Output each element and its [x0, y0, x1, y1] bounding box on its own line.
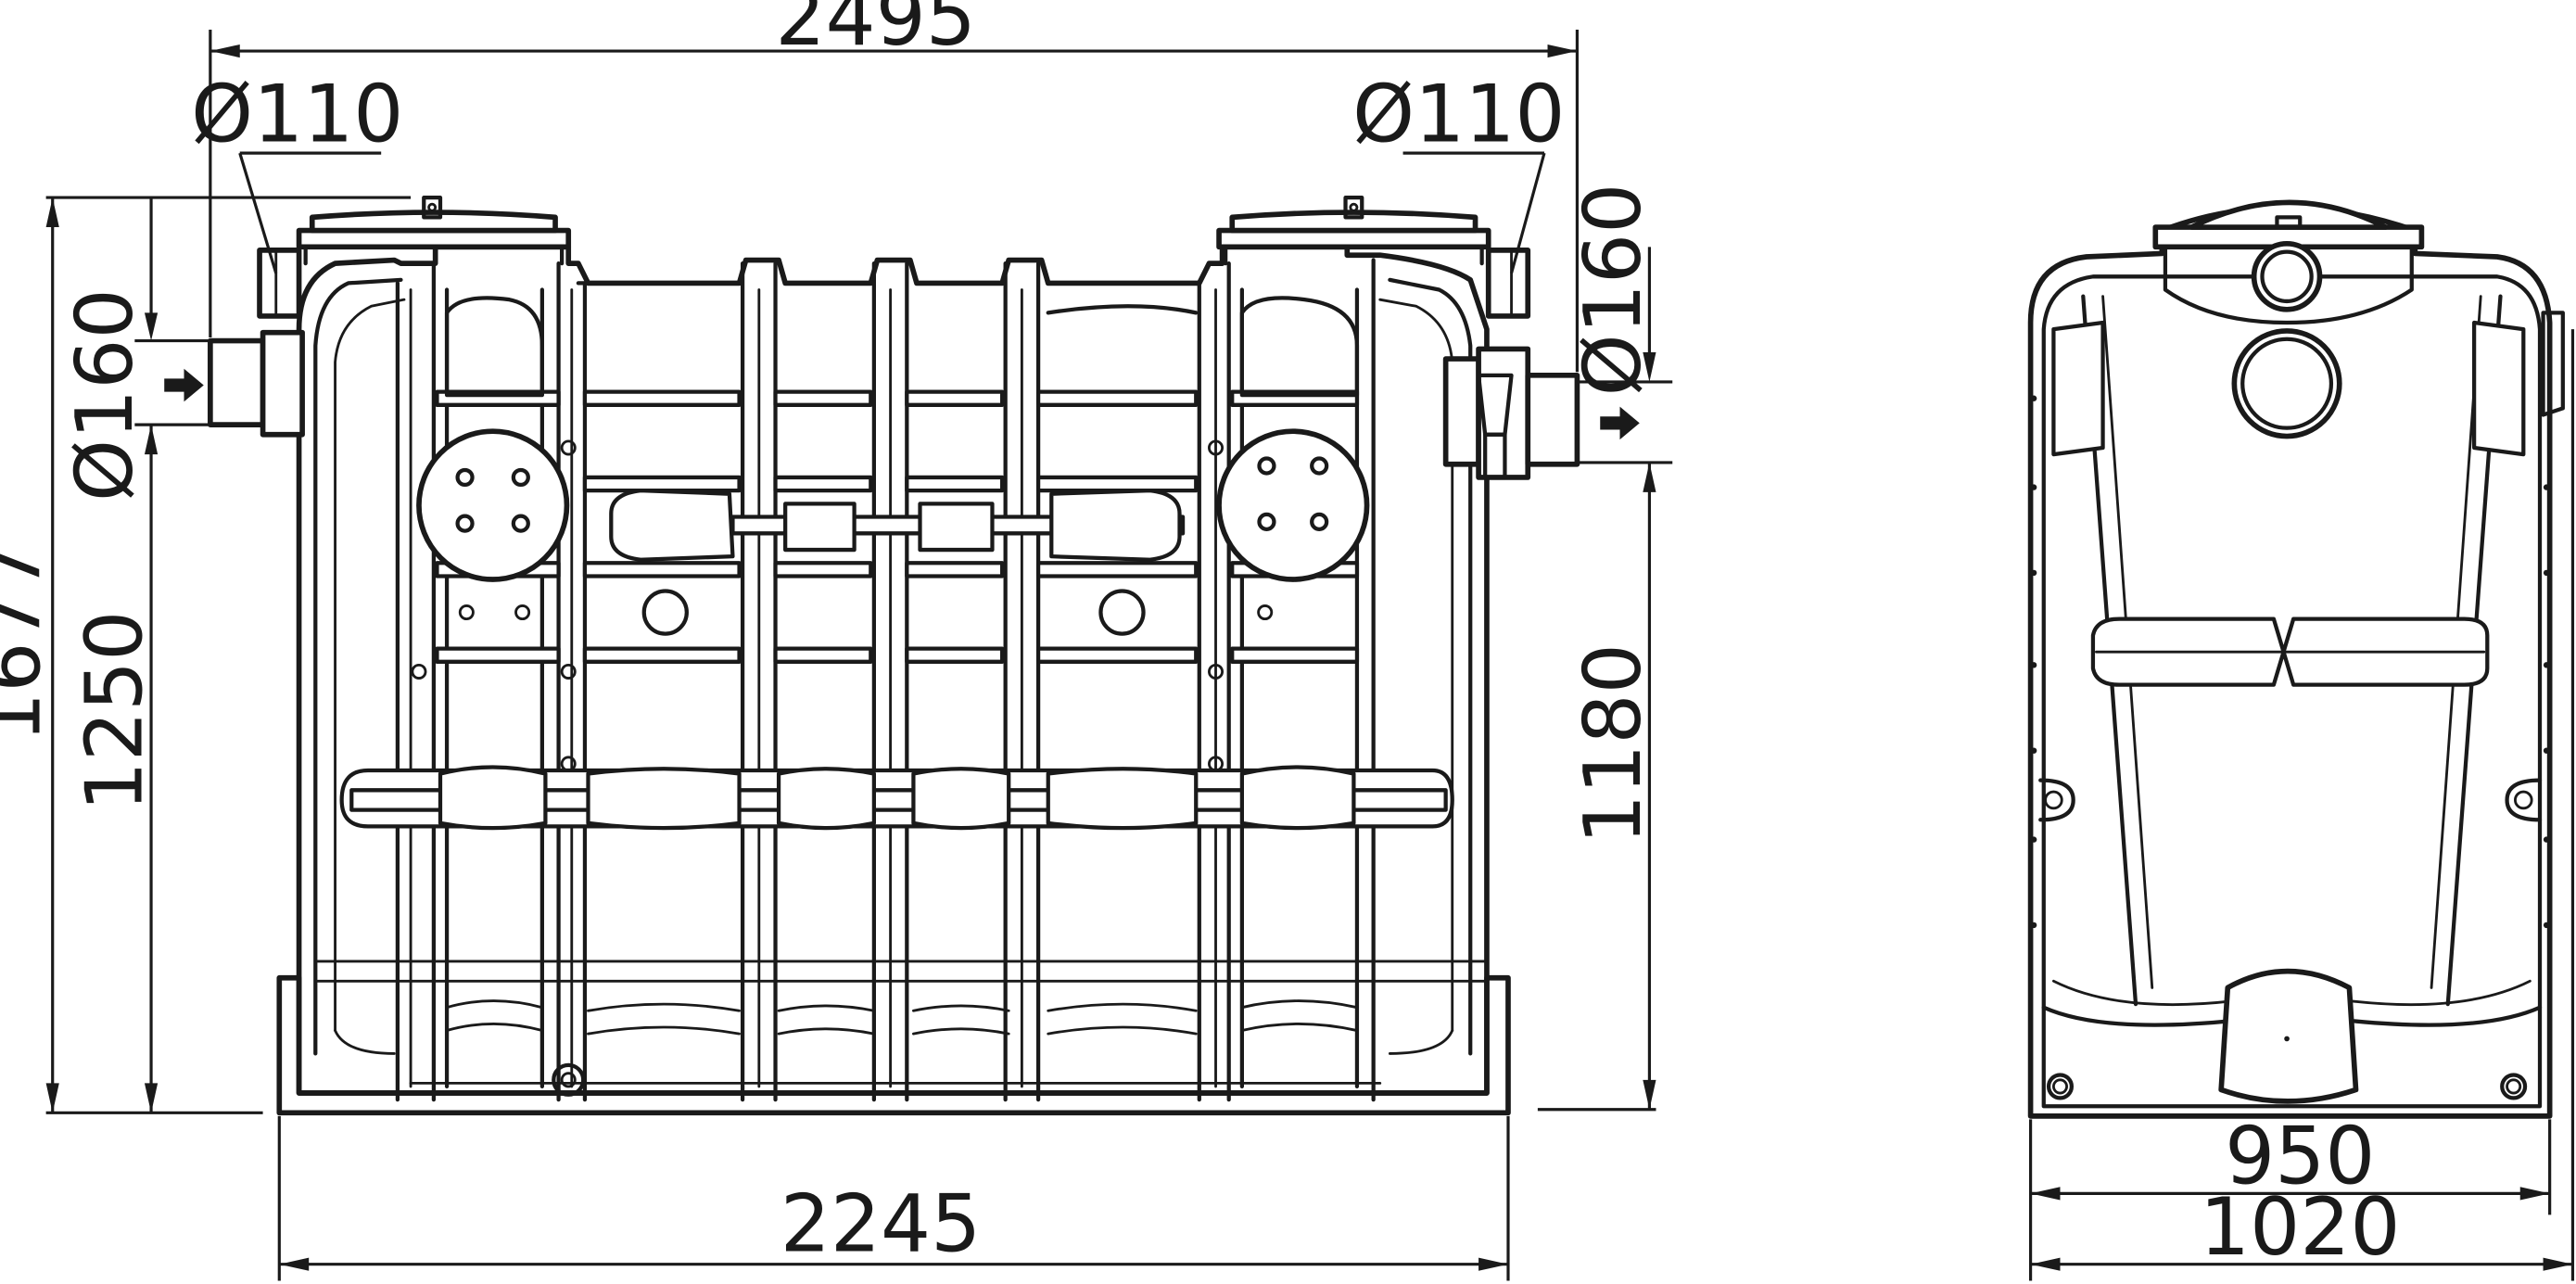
leader-110-right: [1509, 152, 1546, 274]
inner-shell-left-2: [334, 298, 406, 1032]
side-top-collar: [2163, 245, 2414, 325]
side-cover-handle: [2275, 215, 2303, 230]
side-rib-left: [2051, 320, 2105, 457]
vertical-ribs: [395, 258, 1376, 1102]
side-foot-right: [2500, 1073, 2528, 1100]
inlet-pipe: [208, 337, 266, 427]
inlet-socket: [260, 329, 305, 438]
dimension-labels: 2495 2245 Ø110 Ø110 1677 1250 Ø160 1180 …: [0, 0, 2400, 1274]
side-foot-left-inner: [2051, 1078, 2068, 1095]
vent-stub-left: [257, 248, 302, 319]
manhole-left: [296, 195, 572, 266]
dim-label-1677: 1677: [0, 541, 59, 743]
inspection-port-left: [416, 428, 570, 582]
outflow-arrow-icon: [1600, 406, 1640, 440]
drain-fitting: [552, 1062, 586, 1097]
side-lug-left: [2038, 778, 2075, 822]
drain-fitting-inner: [560, 1072, 577, 1088]
side-lug-right: [2505, 778, 2543, 822]
side-outlet-opening-inner: [2240, 337, 2334, 430]
side-sump-mark: [2284, 1036, 2290, 1042]
upper-connector: [609, 489, 1186, 562]
dim-label-110-right: Ø110: [1352, 70, 1565, 161]
inspection-port-right: [1216, 428, 1370, 582]
dim-label-1180: 1180: [1567, 643, 1659, 845]
dim-label-110-left: Ø110: [191, 70, 403, 161]
side-cover-dome: [2189, 199, 2389, 230]
dimension-lines: [45, 29, 2575, 1281]
side-sump: [2218, 968, 2359, 1104]
inflow-arrow-icon: [164, 368, 204, 402]
side-foot-right-inner: [2506, 1078, 2522, 1095]
side-lug-right-hole: [2514, 790, 2533, 810]
side-base-curve-inner: [2051, 979, 2532, 1007]
dim-label-2495: 2495: [775, 0, 975, 64]
bulge-left-top: [444, 296, 544, 398]
dim-label-160-inlet: Ø160: [59, 288, 151, 502]
side-elevation-view: [2027, 199, 2565, 1119]
side-foot-left: [2046, 1073, 2075, 1100]
inner-shell-left: [313, 277, 403, 1056]
lower-connector: [339, 765, 1454, 831]
front-elevation-view: [164, 195, 1640, 1116]
inner-shell-right-2: [1378, 298, 1454, 1032]
leader-110-left: [238, 152, 278, 274]
side-outlet-stub: [2541, 311, 2565, 417]
dim-label-160-outlet: Ø160: [1567, 184, 1659, 397]
dim-label-1020: 1020: [2200, 1182, 2400, 1274]
outlet-assembly: [1442, 346, 1580, 480]
shell-corner-left: [334, 1029, 396, 1055]
bulge-right-top: [1239, 296, 1360, 398]
side-edge-bumps: [2030, 395, 2550, 929]
side-vent-opening-inner: [2260, 249, 2314, 304]
shell-corner-right: [1388, 1029, 1454, 1055]
ceiling-hump: [1046, 304, 1199, 315]
dim-label-2245: 2245: [780, 1178, 981, 1270]
tank-body-outline: [296, 244, 1490, 1096]
lower-arches: [409, 999, 1382, 1085]
manhole-right: [1216, 195, 1491, 266]
side-base-curve-outer: [2041, 1005, 2543, 1027]
dim-label-1250: 1250: [69, 611, 160, 812]
inner-shell-right: [1388, 277, 1473, 1056]
arrow-1250-top: [144, 312, 159, 341]
side-outlet-opening: [2231, 328, 2342, 439]
arrow-outlet-top: [1643, 351, 1656, 382]
vent-stub-right: [1485, 248, 1531, 319]
dim-label-950: 950: [2225, 1112, 2375, 1203]
side-inner-outline: [2041, 274, 2543, 1109]
side-lug-left-hole: [2044, 790, 2063, 810]
small-openings: [411, 439, 1274, 772]
side-rib-right: [2471, 320, 2526, 457]
